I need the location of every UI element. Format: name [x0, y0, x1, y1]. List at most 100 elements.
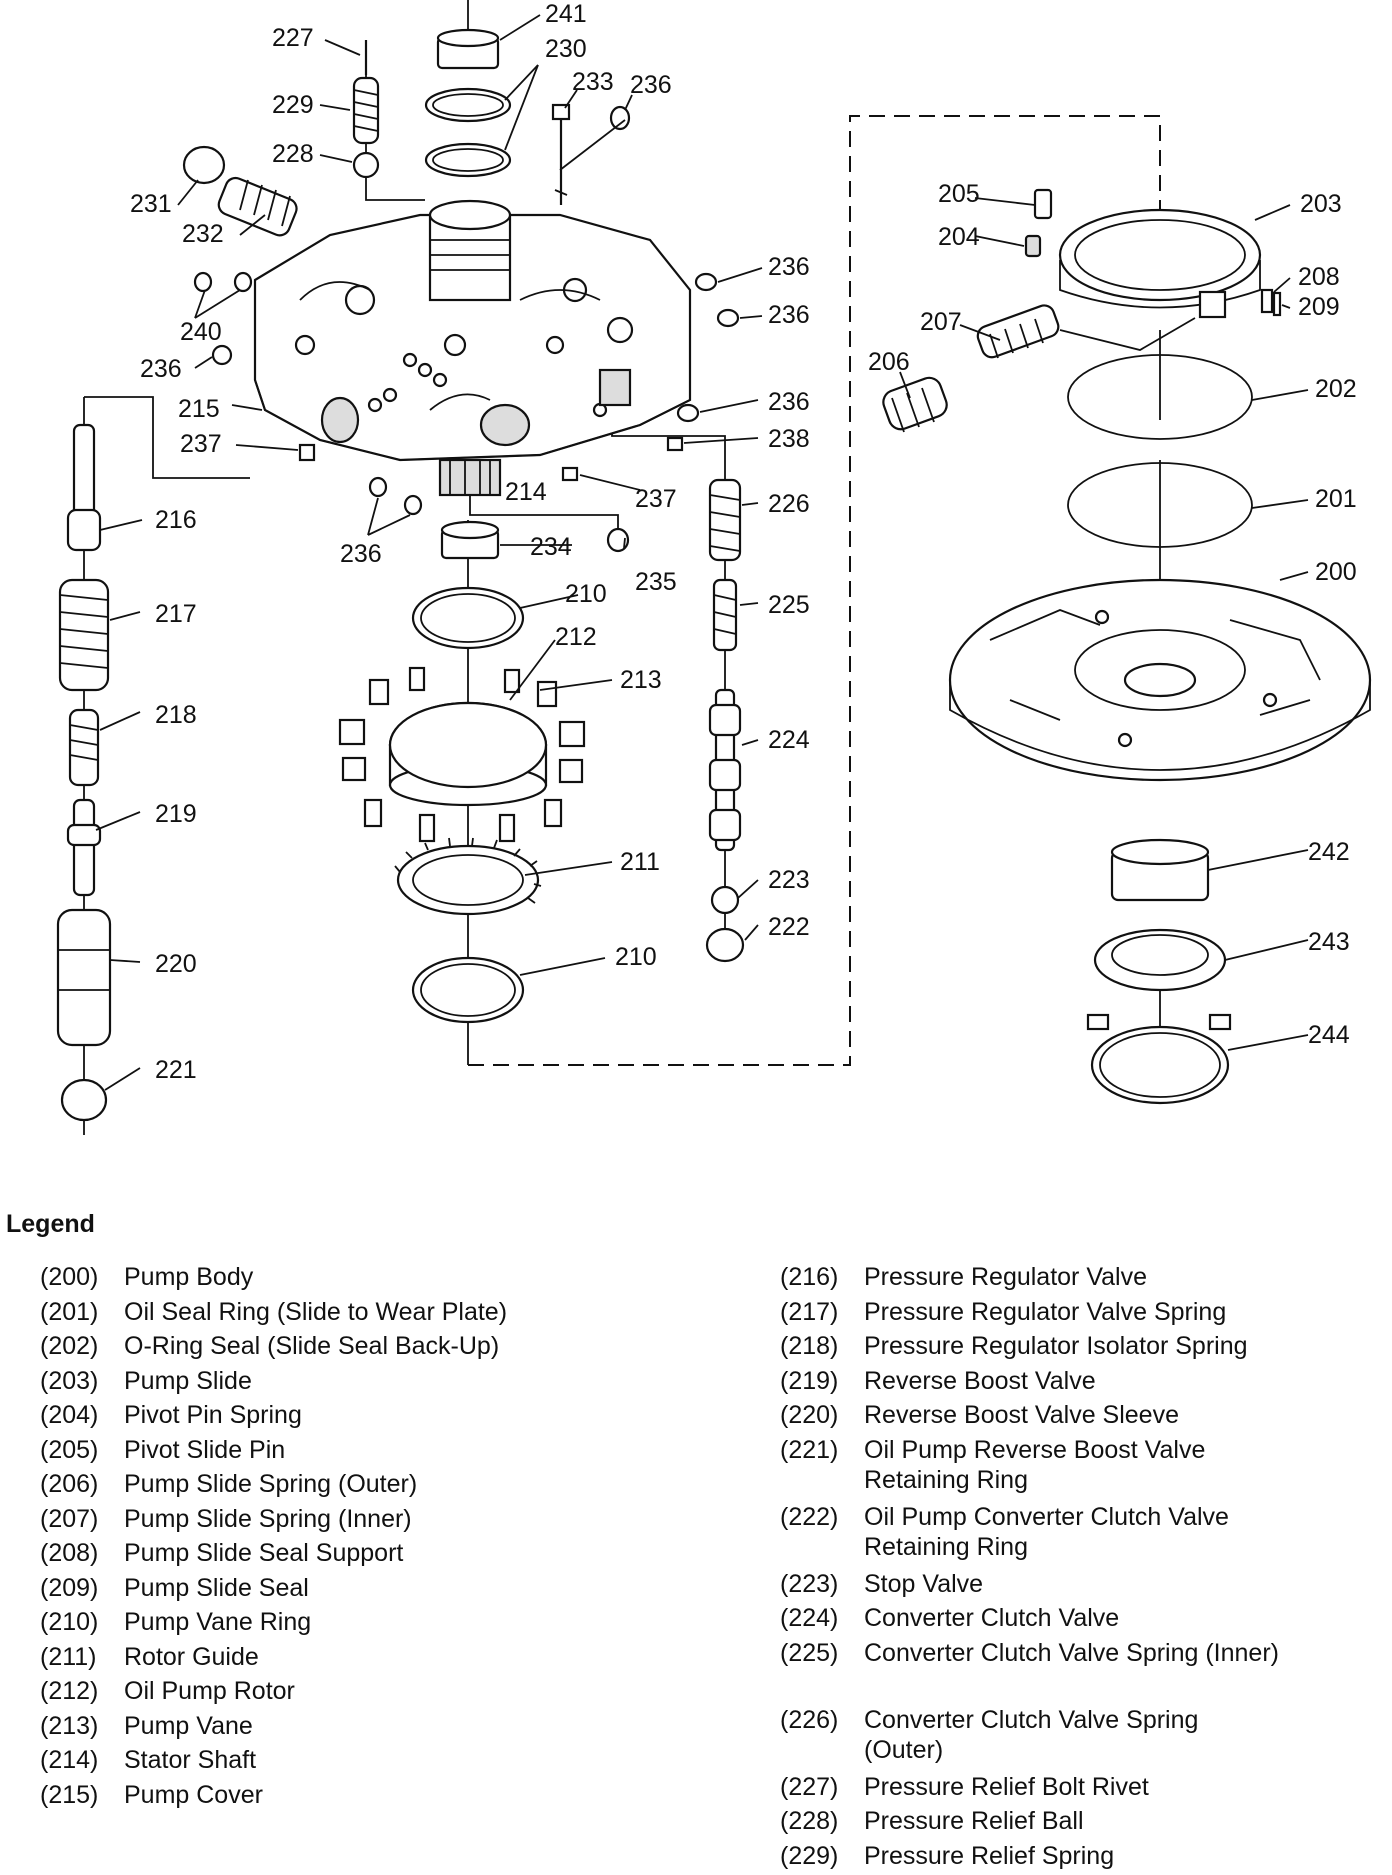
- legend-item: (202)O-Ring Seal (Slide Seal Back-Up): [40, 1331, 507, 1366]
- legend-item-number: (226): [780, 1705, 864, 1772]
- legend-item-description: Pump Vane Ring: [124, 1607, 311, 1642]
- legend-item-description: Pressure Relief Ball: [864, 1806, 1084, 1841]
- legend-item-number: (228): [780, 1806, 864, 1841]
- callout-219: 219: [155, 800, 197, 828]
- legend-item-description: Pump Slide: [124, 1366, 252, 1401]
- callout-210: 210: [615, 943, 657, 971]
- callout-233: 233: [572, 68, 614, 96]
- legend-item-number: (227): [780, 1772, 864, 1807]
- legend-item-number: (218): [780, 1331, 864, 1366]
- legend-item-description: Oil Pump Rotor: [124, 1676, 295, 1711]
- callout-223: 223: [768, 866, 810, 894]
- callout-213: 213: [620, 666, 662, 694]
- callout-215: 215: [178, 395, 220, 423]
- legend-item-description: Pressure Relief Bolt Rivet: [864, 1772, 1149, 1807]
- legend-item-description: Pressure Regulator Isolator Spring: [864, 1331, 1248, 1366]
- legend-item: (209)Pump Slide Seal: [40, 1573, 507, 1608]
- callout-202: 202: [1315, 375, 1357, 403]
- callout-236: 236: [768, 388, 810, 416]
- callout-241: 241: [545, 0, 587, 28]
- legend-item-description: Converter Clutch Valve Spring (Outer): [864, 1705, 1284, 1772]
- callout-207: 207: [920, 308, 962, 336]
- callout-204: 204: [938, 223, 980, 251]
- callout-243: 243: [1308, 928, 1350, 956]
- legend-item: (214)Stator Shaft: [40, 1745, 507, 1780]
- legend-item: (205)Pivot Slide Pin: [40, 1435, 507, 1470]
- callout-237: 237: [635, 485, 677, 513]
- callout-227: 227: [272, 24, 314, 52]
- callout-230: 230: [545, 35, 587, 63]
- legend-item-description: Stop Valve: [864, 1569, 983, 1604]
- callout-231: 231: [130, 190, 172, 218]
- legend-item: (220)Reverse Boost Valve Sleeve: [780, 1400, 1284, 1435]
- legend-item-description: Pressure Regulator Valve Spring: [864, 1297, 1226, 1332]
- legend-item-description: Oil Pump Reverse Boost Valve Retaining R…: [864, 1435, 1284, 1502]
- callout-220: 220: [155, 950, 197, 978]
- legend-item-number: (202): [40, 1331, 124, 1366]
- legend-item-description: O-Ring Seal (Slide Seal Back-Up): [124, 1331, 499, 1366]
- callout-242: 242: [1308, 838, 1350, 866]
- legend: Legend (200)Pump Body(201)Oil Seal Ring …: [0, 1210, 1392, 1830]
- callout-212: 212: [555, 623, 597, 651]
- legend-item-description: Pump Slide Seal: [124, 1573, 309, 1608]
- callout-222: 222: [768, 913, 810, 941]
- legend-item-number: (211): [40, 1642, 124, 1677]
- legend-item: (210)Pump Vane Ring: [40, 1607, 507, 1642]
- callout-228: 228: [272, 140, 314, 168]
- legend-item-description: Pump Cover: [124, 1780, 263, 1815]
- legend-item: (223)Stop Valve: [780, 1569, 1284, 1604]
- legend-item-description: Converter Clutch Valve Spring (Inner): [864, 1638, 1284, 1705]
- callout-201: 201: [1315, 485, 1357, 513]
- callout-229: 229: [272, 91, 314, 119]
- legend-title: Legend: [6, 1210, 95, 1239]
- right-valve-parts: [707, 480, 743, 961]
- legend-item: (224)Converter Clutch Valve: [780, 1603, 1284, 1638]
- legend-item: (200)Pump Body: [40, 1262, 507, 1297]
- legend-item: (225)Converter Clutch Valve Spring (Inne…: [780, 1638, 1284, 1705]
- legend-item: (218)Pressure Regulator Isolator Spring: [780, 1331, 1284, 1366]
- legend-item-number: (225): [780, 1638, 864, 1705]
- callout-240: 240: [180, 318, 222, 346]
- callout-236: 236: [768, 301, 810, 329]
- legend-item-number: (219): [780, 1366, 864, 1401]
- exploded-view-diagram: 241 230 227 233 236 229 228 231 232 236 …: [0, 0, 1392, 1180]
- callout-200: 200: [1315, 558, 1357, 586]
- callout-214: 214: [505, 478, 547, 506]
- legend-item: (226)Converter Clutch Valve Spring (Oute…: [780, 1705, 1284, 1772]
- legend-item-number: (212): [40, 1676, 124, 1711]
- legend-item: (213)Pump Vane: [40, 1711, 507, 1746]
- legend-item-description: Pivot Slide Pin: [124, 1435, 285, 1470]
- callout-221: 221: [155, 1056, 197, 1084]
- callout-244: 244: [1308, 1021, 1350, 1049]
- callout-236: 236: [340, 540, 382, 568]
- legend-item: (217)Pressure Regulator Valve Spring: [780, 1297, 1284, 1332]
- legend-item-number: (214): [40, 1745, 124, 1780]
- legend-item-description: Pump Slide Seal Support: [124, 1538, 403, 1573]
- legend-item: (204)Pivot Pin Spring: [40, 1400, 507, 1435]
- callout-237: 237: [180, 430, 222, 458]
- leader-lines: [96, 15, 1308, 1090]
- callout-labels: 241 230 227 233 236 229 228 231 232 236 …: [130, 0, 1357, 1084]
- legend-item: (222)Oil Pump Converter Clutch Valve Ret…: [780, 1502, 1284, 1569]
- legend-item: (219)Reverse Boost Valve: [780, 1366, 1284, 1401]
- callout-211: 211: [620, 848, 660, 876]
- legend-left-column: (200)Pump Body(201)Oil Seal Ring (Slide …: [40, 1262, 507, 1814]
- callout-224: 224: [768, 726, 810, 754]
- callout-203: 203: [1300, 190, 1342, 218]
- rotor-parts: [340, 588, 584, 1022]
- legend-item-number: (217): [780, 1297, 864, 1332]
- legend-item-description: Pump Vane: [124, 1711, 253, 1746]
- callout-226: 226: [768, 490, 810, 518]
- legend-item: (229)Pressure Relief Spring: [780, 1841, 1284, 1875]
- legend-item-number: (210): [40, 1607, 124, 1642]
- legend-item: (201)Oil Seal Ring (Slide to Wear Plate): [40, 1297, 507, 1332]
- legend-item-description: Pressure Relief Spring: [864, 1841, 1114, 1875]
- legend-item-number: (224): [780, 1603, 864, 1638]
- legend-item: (216)Pressure Regulator Valve: [780, 1262, 1284, 1297]
- callout-236: 236: [140, 355, 182, 383]
- legend-item-description: Oil Seal Ring (Slide to Wear Plate): [124, 1297, 507, 1332]
- legend-item-number: (206): [40, 1469, 124, 1504]
- legend-item: (207)Pump Slide Spring (Inner): [40, 1504, 507, 1539]
- legend-item-number: (213): [40, 1711, 124, 1746]
- legend-item-number: (220): [780, 1400, 864, 1435]
